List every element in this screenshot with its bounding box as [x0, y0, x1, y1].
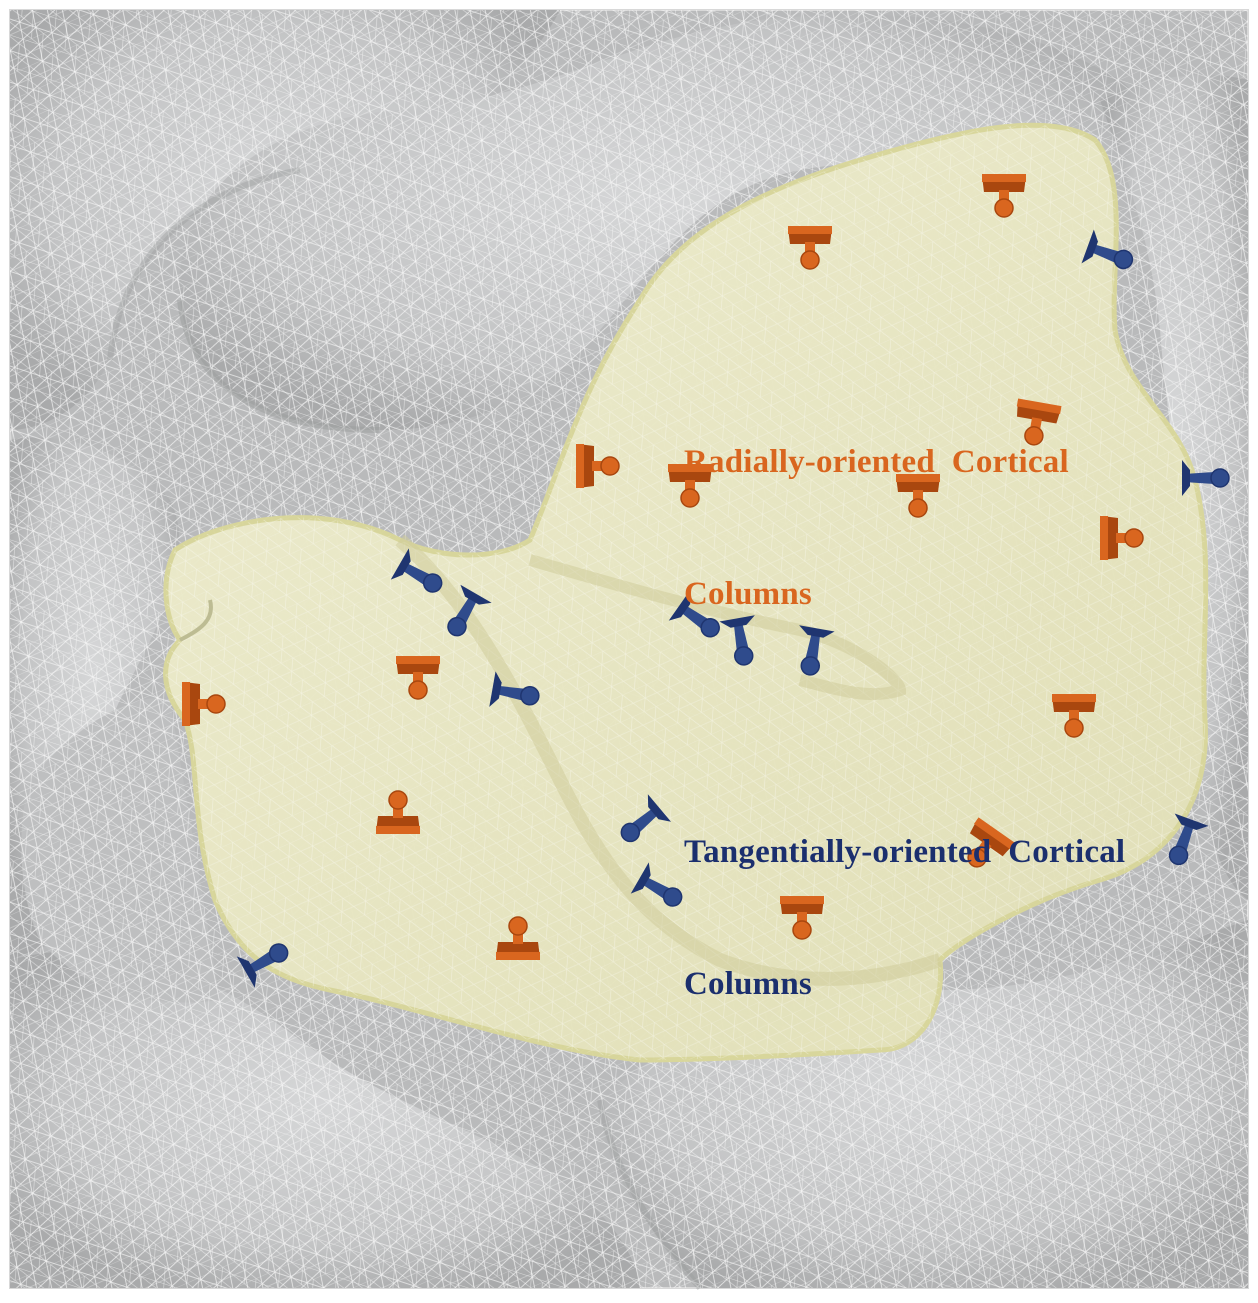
radial-label-line-1: Radially-oriented Cortical — [684, 440, 1069, 484]
tangential-label-line-2: Columns — [684, 962, 1125, 1006]
radial-columns-label: Radially-oriented Cortical Columns — [684, 352, 1069, 704]
radial-label-line-2: Columns — [684, 572, 1069, 616]
tangential-columns-label: Tangentially-oriented Cortical Columns — [684, 742, 1125, 1094]
tangential-label-line-1: Tangentially-oriented Cortical — [684, 830, 1125, 874]
